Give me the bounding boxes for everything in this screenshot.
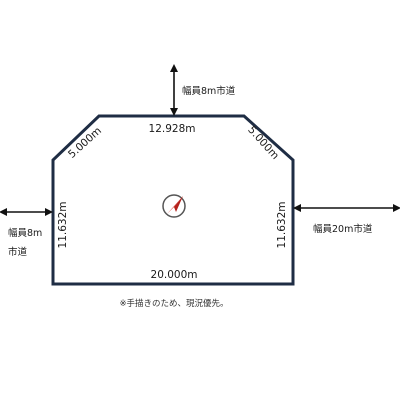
- bottom-edge-length: 20.000m: [151, 269, 198, 281]
- north-road-label: 幅員8m市道: [182, 85, 236, 97]
- disclaimer-note: ※手描きのため、現況優先。: [119, 298, 228, 309]
- east-road-label: 幅員20m市道: [313, 223, 373, 235]
- right-edge-length: 11.632m: [276, 202, 288, 249]
- lot-outline: [51, 114, 295, 286]
- top-edge-length: 12.928m: [149, 123, 196, 135]
- north-arrow-icon: [162, 194, 186, 218]
- left-edge-length: 11.632m: [57, 202, 69, 249]
- west-road-label-line1: 幅員8m: [8, 227, 42, 239]
- west-road-label-line2: 市道: [8, 246, 28, 258]
